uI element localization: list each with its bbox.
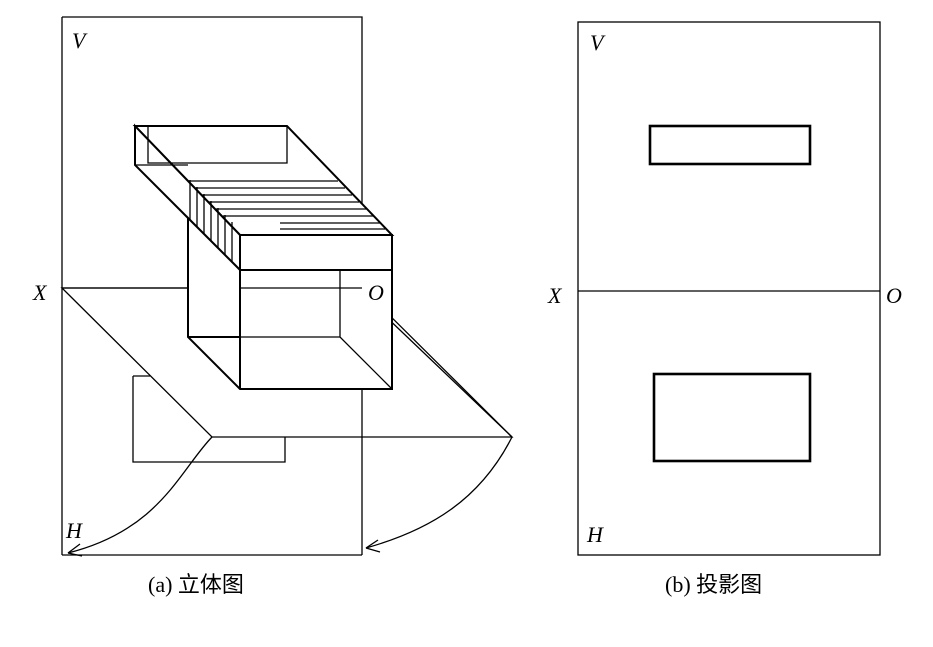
label-o-a: O [368,280,384,305]
label-o-b: O [886,283,902,308]
h-projection-rect [132,375,286,463]
slab-right-face [239,234,393,271]
fold-arrow-right [365,436,513,549]
h-projection-rect-b [652,372,812,463]
label-h-a: H [65,518,83,543]
label-x-b: X [547,283,563,308]
hatching-front [189,180,233,262]
box-body-hidden [187,218,393,390]
fold-arrow-right-head [365,539,381,553]
slab-inner-edge [147,126,288,164]
label-x-a: X [32,280,48,305]
label-v-a: V [72,28,88,53]
caption-a: (a) 立体图 [148,572,244,597]
figure-a-3d-view: V X O H (a) 立体图 [32,16,514,597]
v-projection-rect [648,124,812,166]
fold-arrow-left-head [67,543,83,557]
o-connector [379,310,513,438]
hatching-top [188,180,385,230]
projection-frame [577,21,881,556]
label-h-b: H [586,522,604,547]
fold-arrow-left [67,436,213,554]
caption-b: (b) 投影图 [665,572,762,597]
figure-b-projection: V X O H (b) 投影图 [547,21,902,597]
label-v-b: V [590,30,606,55]
